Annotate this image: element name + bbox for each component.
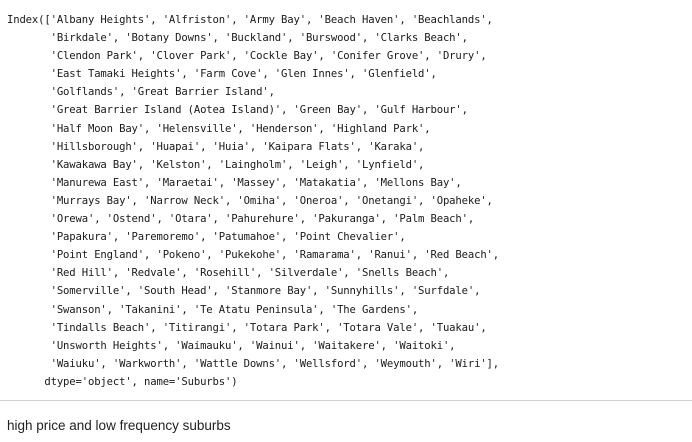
output-line: 'Birkdale', 'Botany Downs', 'Buckland', … xyxy=(7,32,468,45)
output-line: 'Orewa', 'Ostend', 'Otara', 'Pahurehure'… xyxy=(7,213,475,226)
output-line: 'Red Hill', 'Redvale', 'Rosehill', 'Silv… xyxy=(7,267,450,280)
output-line: 'Clendon Park', 'Clover Park', 'Cockle B… xyxy=(7,50,487,63)
output-line: dtype='object', name='Suburbs') xyxy=(7,375,238,388)
output-cell: Index(['Albany Heights', 'Alfriston', 'A… xyxy=(7,11,500,391)
markdown-cell[interactable]: high price and low frequency suburbs xyxy=(0,401,692,442)
output-line: 'Murrays Bay', 'Narrow Neck', 'Omiha', '… xyxy=(7,194,493,207)
output-line: Index(['Albany Heights', 'Alfriston', 'A… xyxy=(7,14,493,26)
output-line: 'Somerville', 'South Head', 'Stanmore Ba… xyxy=(7,285,481,298)
cell-divider xyxy=(0,400,692,401)
output-line: 'Kawakawa Bay', 'Kelston', 'Laingholm', … xyxy=(7,158,425,171)
output-line: 'Half Moon Bay', 'Helensville', 'Henders… xyxy=(7,122,431,135)
output-line: 'Point England', 'Pokeno', 'Pukekohe', '… xyxy=(7,249,500,262)
output-line: 'Great Barrier Island (Aotea Island)', '… xyxy=(7,104,468,117)
markdown-text: high price and low frequency suburbs xyxy=(7,418,231,433)
output-line: 'Golflands', 'Great Barrier Island', xyxy=(7,86,275,99)
output-line: 'Swanson', 'Takanini', 'Te Atatu Peninsu… xyxy=(7,303,419,316)
output-line: 'Manurewa East', 'Maraetai', 'Massey', '… xyxy=(7,176,462,189)
output-line: 'East Tamaki Heights', 'Farm Cove', 'Gle… xyxy=(7,68,437,81)
output-line: 'Papakura', 'Paremoremo', 'Patumahoe', '… xyxy=(7,231,406,244)
output-line: 'Waiuku', 'Warkworth', 'Wattle Downs', '… xyxy=(7,357,500,370)
output-line: 'Tindalls Beach', 'Titirangi', 'Totara P… xyxy=(7,321,487,334)
output-line: 'Unsworth Heights', 'Waimauku', 'Wainui'… xyxy=(7,339,456,352)
output-line: 'Hillsborough', 'Huapai', 'Huia', 'Kaipa… xyxy=(7,140,425,153)
index-output: Index(['Albany Heights', 'Alfriston', 'A… xyxy=(7,11,499,391)
